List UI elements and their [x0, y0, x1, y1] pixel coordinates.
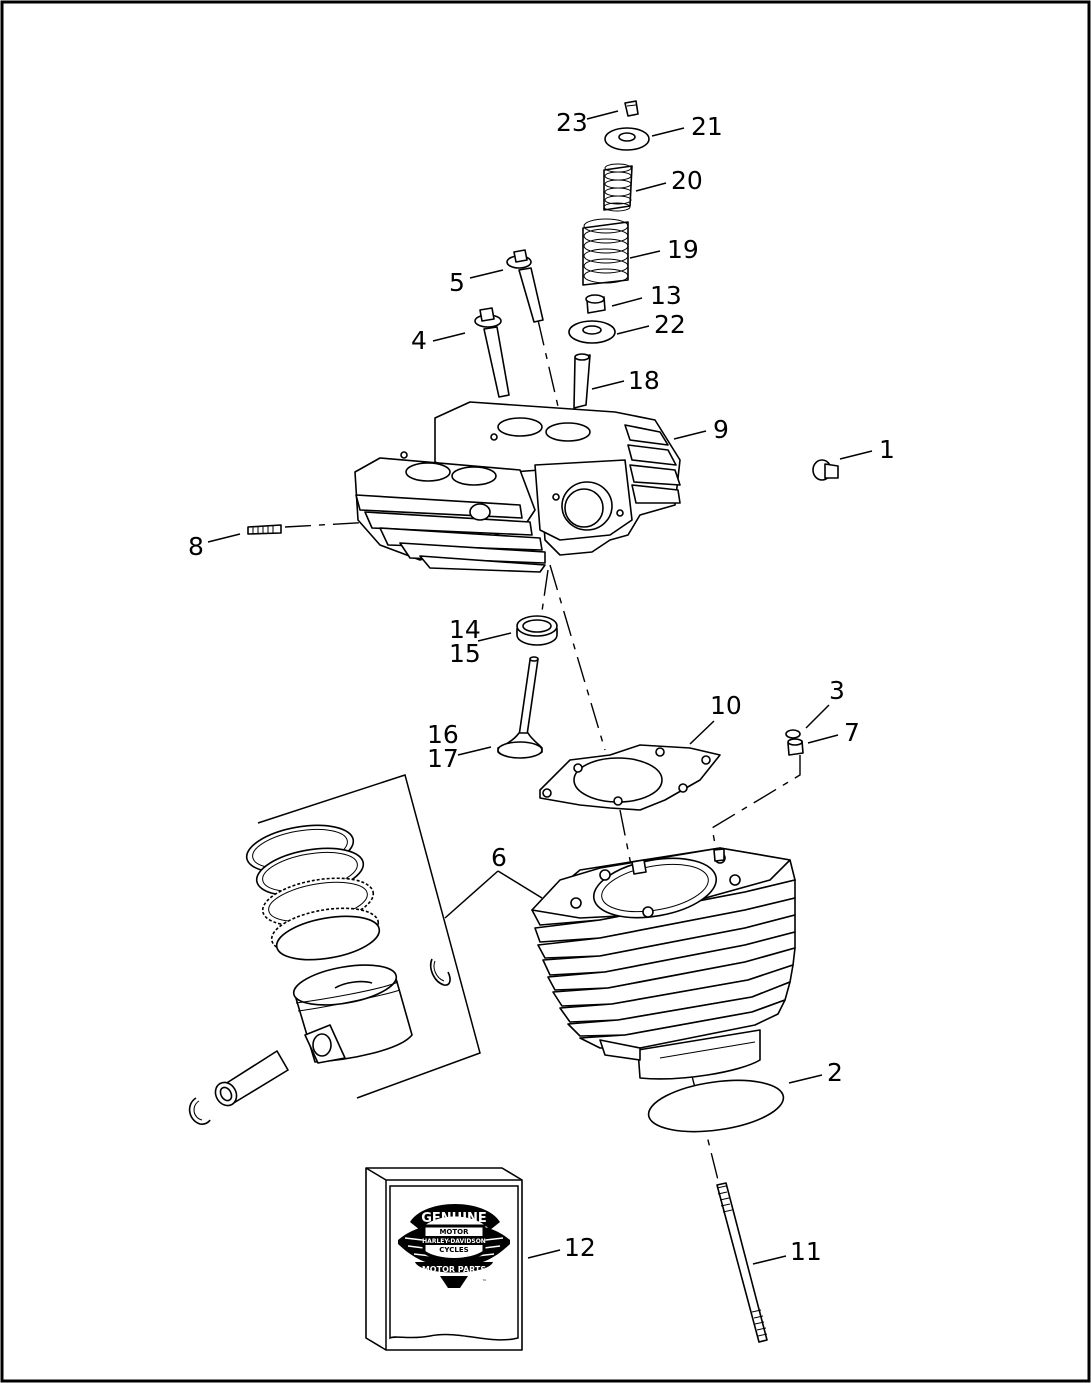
- valve-guide-part: [573, 353, 591, 409]
- logo-brand-line-2: HARLEY-DAVIDSON: [422, 1238, 486, 1245]
- cylinder-head-part: [354, 401, 681, 573]
- cylinder-part: [531, 847, 796, 1080]
- callout-13: 13: [650, 281, 682, 310]
- logo-top-word: GENUINE: [421, 1211, 487, 1226]
- logo-brand-line-3: CYCLES: [439, 1246, 468, 1254]
- callout-23: 23: [556, 108, 588, 137]
- callout-1: 1: [879, 435, 895, 464]
- callout-5: 5: [449, 268, 465, 297]
- piston-kit-bracket: [257, 774, 543, 1099]
- callout-17: 17: [427, 744, 459, 773]
- callout-12: 12: [564, 1233, 596, 1262]
- valve-seat-part: [516, 615, 558, 646]
- callout-2: 2: [827, 1058, 843, 1087]
- logo-trademark: ™: [482, 1279, 487, 1285]
- callout-leaders: [207, 110, 873, 1265]
- callout-21: 21: [691, 112, 723, 141]
- logo-bottom-word: MOTOR PARTS: [422, 1265, 487, 1274]
- callout-8: 8: [188, 532, 204, 561]
- valve-part: [497, 656, 543, 759]
- callout-15: 15: [449, 639, 481, 668]
- piston-pin-part: [214, 1050, 289, 1107]
- upper-spring-collar-part: [604, 127, 650, 151]
- callout-18: 18: [628, 366, 660, 395]
- pushrod-bolt-5-part: [506, 249, 544, 323]
- pushrod-bolt-4-part: [474, 307, 510, 398]
- cylinder-stud-part: [716, 1182, 768, 1343]
- valve-keeper-part: [624, 100, 639, 117]
- dowel-7-part: [787, 738, 804, 756]
- piston-part: [292, 964, 413, 1064]
- piston-rings-part: [245, 824, 381, 961]
- oring-3-part: [785, 729, 801, 739]
- callout-4: 4: [411, 326, 427, 355]
- lower-spring-collar-part: [568, 320, 616, 344]
- callout-labels: 23 21 20 19 5 13 22 4 18 9 1 8 14 15 3 1…: [188, 108, 895, 1266]
- callout-10: 10: [710, 691, 742, 720]
- outer-valve-spring-part: [582, 218, 629, 286]
- callout-20: 20: [671, 166, 703, 195]
- callout-9: 9: [713, 415, 729, 444]
- callout-3: 3: [829, 676, 845, 705]
- plug-part: [812, 459, 839, 481]
- cylinder-oring-part: [647, 1079, 785, 1133]
- head-gasket-part: [539, 744, 721, 811]
- logo-brand-line-1: MOTOR: [439, 1228, 469, 1236]
- circlip-right-part: [429, 958, 451, 986]
- callout-22: 22: [654, 310, 686, 339]
- callout-7: 7: [844, 718, 860, 747]
- callout-16: 16: [427, 720, 459, 749]
- callout-19: 19: [667, 235, 699, 264]
- circlip-left-part: [188, 1097, 211, 1125]
- callout-6: 6: [491, 843, 507, 872]
- callout-11: 11: [790, 1237, 822, 1266]
- head-stud-part: [247, 524, 282, 535]
- callout-14: 14: [449, 615, 481, 644]
- genuine-motor-parts-logo: GENUINE MOTOR HARLEY-DAVIDSON CYCLES MOT…: [398, 1204, 510, 1288]
- valve-seal-part: [585, 294, 606, 314]
- inner-valve-spring-part: [603, 163, 633, 212]
